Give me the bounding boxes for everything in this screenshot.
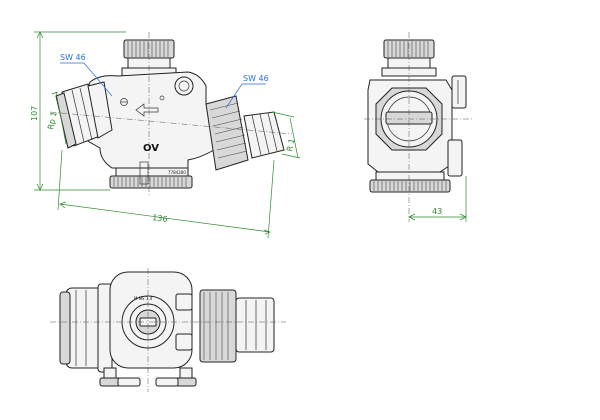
dim-width-43: 43 (432, 207, 442, 216)
front-left-hex (87, 81, 113, 139)
front-bottom-knob: 7784300 (109, 161, 193, 189)
front-view: OV (30, 31, 301, 239)
flow-arrow-icon (135, 103, 159, 117)
front-union-nut (205, 95, 249, 171)
front-right-pipe (243, 111, 285, 159)
dim-height-107: 107 (30, 106, 39, 121)
front-indicator-dot (159, 95, 165, 101)
dim-length-136: 136 (152, 213, 168, 224)
top-left-socket (59, 283, 113, 373)
dim-rp-1: Rp 1 (46, 111, 59, 131)
front-small-screw (120, 98, 128, 106)
top-right-pipe (235, 297, 275, 353)
side-view: 43 (364, 32, 472, 222)
dim-r-1: R 1 (285, 138, 297, 153)
top-cap-text: M Mx 1,4 (134, 296, 153, 301)
label-sw-right: SW 46 (243, 74, 269, 83)
top-union-nut (199, 289, 237, 363)
svg-text:7784300: 7784300 (168, 170, 186, 175)
side-bottom-knob (369, 171, 451, 193)
front-port-circle (174, 76, 194, 96)
label-sw-left: SW 46 (60, 53, 86, 62)
top-bottom-screws (99, 367, 197, 387)
valve-mark: OV (143, 143, 159, 154)
front-left-socket (55, 83, 101, 149)
side-right-boss (451, 75, 467, 109)
top-view: M Mx 1,4 (50, 268, 286, 392)
